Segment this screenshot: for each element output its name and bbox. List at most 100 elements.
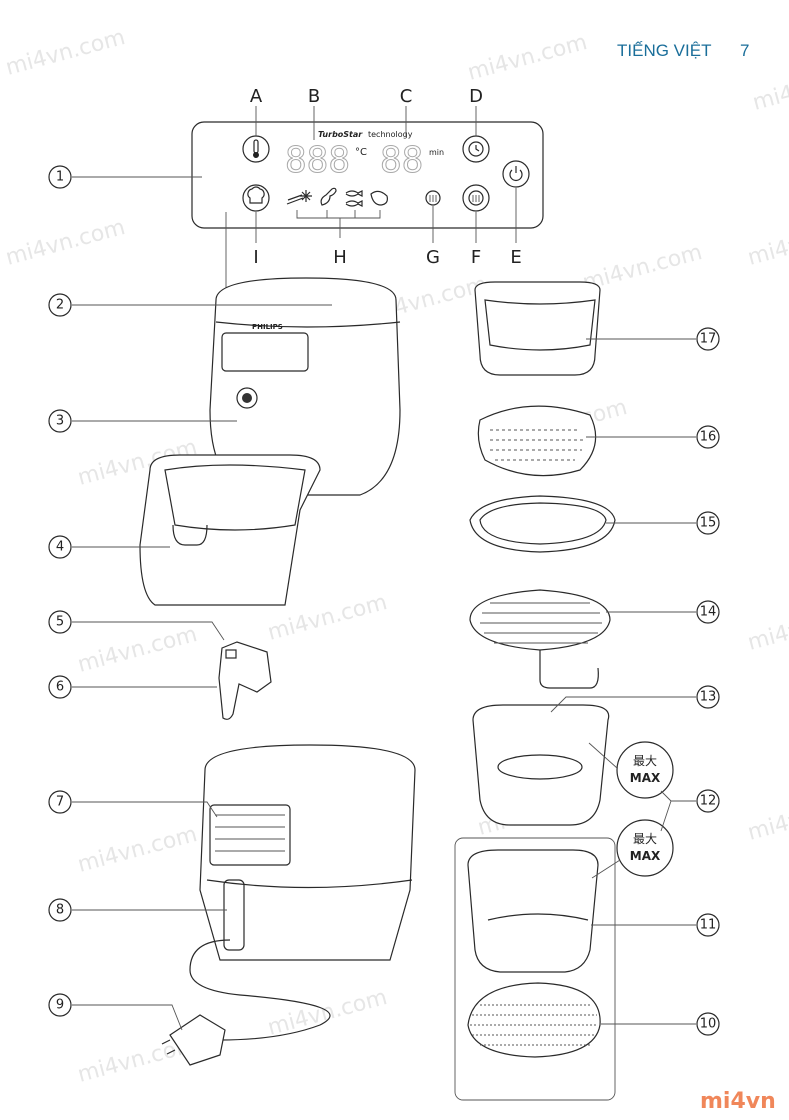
watermark: mi4vn.com [3, 25, 128, 81]
callout-number: 7 [56, 795, 64, 810]
time-unit: min [429, 148, 444, 157]
callout-12: 12 [696, 789, 720, 813]
callout-9: 9 [48, 993, 72, 1017]
callout-13: 13 [696, 685, 720, 709]
heat-indicator [425, 190, 441, 206]
label-a: A [250, 86, 263, 107]
fish-icon [345, 190, 363, 207]
callout-10: 10 [696, 1012, 720, 1036]
callout-number: 9 [56, 998, 64, 1013]
airfryer-back-illustration [161, 744, 416, 1066]
callout-6: 6 [48, 675, 72, 699]
double-layer-rack-bowl [474, 281, 601, 376]
accessories-illustration [454, 281, 616, 1101]
callout-16: 16 [696, 425, 720, 449]
label-b: B [308, 86, 320, 107]
frozen-fries-icon [286, 190, 312, 205]
philips-brand: PHILIPS [252, 323, 283, 331]
callout-number: 16 [700, 430, 717, 445]
time-display: 88 [380, 140, 423, 181]
meat-icon [370, 190, 388, 206]
shake-reminder-button[interactable] [462, 184, 490, 212]
callout-11: 11 [696, 913, 720, 937]
keep-warm-button[interactable] [462, 135, 490, 163]
callout-number: 5 [56, 615, 64, 630]
callout-number: 11 [700, 918, 717, 933]
preset-button[interactable] [242, 184, 270, 212]
label-c: C [400, 86, 413, 107]
watermark: mi4vn.com [75, 622, 200, 678]
label-h: H [333, 247, 347, 268]
page-number: 7 [740, 41, 749, 60]
basket [467, 849, 599, 973]
label-e: E [510, 247, 521, 268]
section-title: TIẾNG VIỆT [617, 41, 711, 60]
callout-number: 14 [700, 605, 717, 620]
watermark: mi4vn.com [750, 60, 789, 116]
watermark: mi4vn.com [75, 822, 200, 878]
airfryer-front-illustration: PHILIPS [139, 277, 401, 606]
callout-number: 8 [56, 903, 64, 918]
callout-number: 12 [700, 794, 717, 809]
heat-cycle-icon [468, 190, 484, 206]
mi4vn-logo: mi4vn [700, 1089, 776, 1114]
power-button[interactable] [502, 160, 530, 188]
callout-number: 3 [56, 414, 64, 429]
heat-icon [425, 190, 441, 206]
watermark: mi4vn.com [265, 985, 390, 1041]
callout-17: 17 [696, 327, 720, 351]
max-indicator-top: 最大 MAX [588, 741, 674, 799]
label-i: I [253, 247, 258, 268]
xl-basket [472, 704, 610, 826]
thermometer-icon [253, 139, 259, 154]
technology-label: technology [368, 130, 413, 139]
label-f: F [471, 247, 481, 268]
watermark: mi4vn.com [745, 790, 789, 846]
drumstick-icon [320, 187, 337, 206]
callout-14: 14 [696, 600, 720, 624]
baking-mat [469, 495, 616, 553]
callout-3: 3 [48, 409, 72, 433]
label-d: D [469, 86, 483, 107]
label-g: G [426, 247, 440, 268]
watermark: mi4vn.com [465, 30, 590, 86]
max-label-en: MAX [630, 771, 661, 785]
temperature-display: 888 [285, 140, 350, 181]
max-label-cn: 最大 [633, 832, 657, 846]
timer-icon [468, 141, 484, 157]
turbostar-brand: TurboStar [318, 130, 363, 139]
leader-lines [72, 176, 696, 1031]
callout-5: 5 [48, 610, 72, 634]
callout-number: 4 [56, 540, 64, 555]
callout-1: 1 [48, 165, 72, 189]
watermark: mi4vn.com [3, 215, 128, 271]
callout-number: 1 [56, 170, 64, 185]
mesh-bottom [467, 982, 601, 1058]
callouts: 1 2 3 4 5 6 7 8 9 10 11 12 13 14 15 16 1… [48, 165, 720, 1036]
chef-hat-icon [247, 186, 265, 204]
food-presets [286, 187, 388, 238]
callout-8: 8 [48, 898, 72, 922]
control-panel: TurboStar technology 888 °C 88 min [191, 86, 544, 322]
watermark: mi4vn.com [745, 600, 789, 656]
callout-15: 15 [696, 511, 720, 535]
callout-number: 10 [700, 1017, 717, 1032]
callout-number: 15 [700, 516, 717, 531]
watermark: mi4vn.com [745, 215, 789, 271]
callout-number: 6 [56, 680, 64, 695]
callout-number: 2 [56, 298, 64, 313]
callout-2: 2 [48, 293, 72, 317]
power-icon [509, 166, 523, 181]
max-label-cn: 最大 [633, 754, 657, 768]
callout-7: 7 [48, 790, 72, 814]
callout-number: 17 [700, 332, 717, 347]
max-indicator-bottom: 最大 MAX [591, 819, 674, 879]
temperature-button[interactable] [242, 135, 270, 163]
callout-number: 13 [700, 690, 717, 705]
handle-illustration [218, 641, 272, 720]
grill-pan [477, 405, 597, 477]
max-label-en: MAX [630, 849, 661, 863]
temperature-unit: °C [355, 147, 367, 158]
